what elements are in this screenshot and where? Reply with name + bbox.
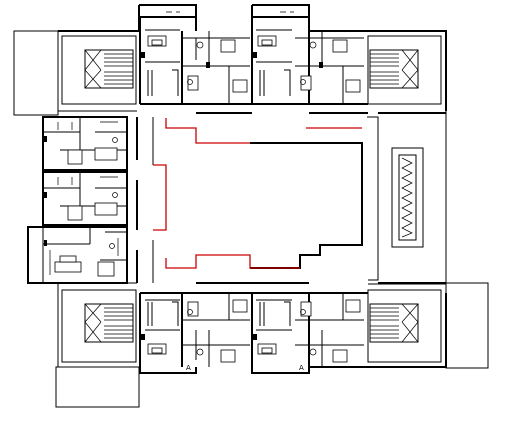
south-unit-right: A — [251, 292, 368, 373]
stair-mark-sw: A — [186, 364, 191, 372]
west-unit-2 — [42, 171, 128, 226]
reflecting-pool — [391, 147, 424, 248]
west-unit-3 — [27, 226, 128, 284]
annex-box-sw — [55, 366, 140, 408]
boundary-line — [153, 118, 362, 269]
south-unit-left: A — [139, 292, 252, 373]
annex-box-nw — [13, 30, 59, 116]
central-hall — [250, 112, 446, 284]
stair-se — [369, 303, 419, 343]
north-unit-right — [251, 11, 368, 105]
stair-ne — [369, 49, 419, 89]
corridor-walls — [136, 112, 368, 284]
stair-nw — [84, 49, 134, 89]
annex-box-se — [445, 282, 489, 369]
north-unit-left — [139, 11, 252, 105]
stair-sw — [84, 303, 134, 343]
stair-mark-se: A — [299, 364, 304, 372]
west-unit-1 — [42, 116, 128, 171]
